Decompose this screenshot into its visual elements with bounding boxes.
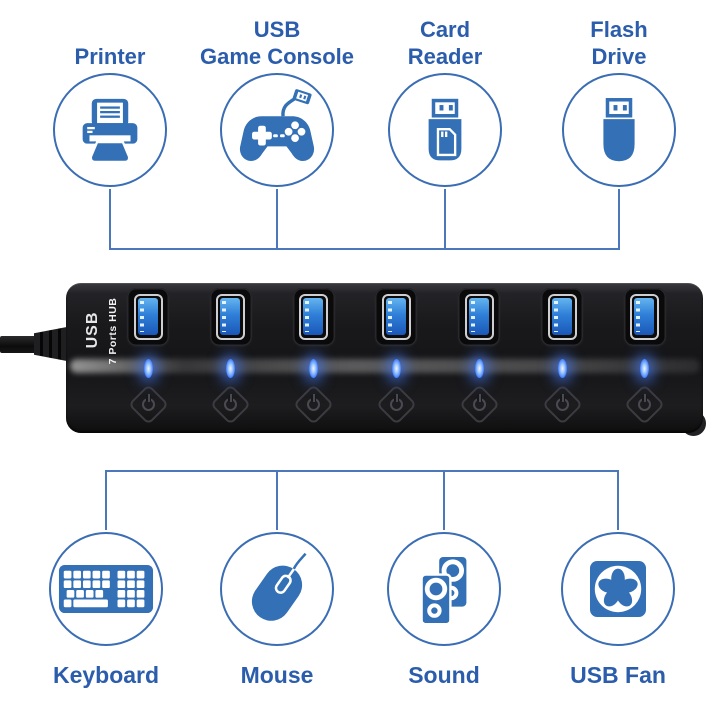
usb-fan-icon-circle [561,532,675,646]
device-label-usb-fan: USB Fan [570,662,666,688]
device-label-printer: Printer [74,44,146,69]
device-label-keyboard: Keyboard [52,662,160,688]
usb-port-rim [381,294,411,340]
power-icon [550,392,575,417]
port-led-indicator [474,359,484,378]
connector-line-usb-fan [617,470,619,530]
power-icon [467,392,492,417]
usb-port-rim [547,294,577,340]
device-label-card-reader: Card Reader [407,17,483,69]
flash-drive-icon-circle [562,73,676,187]
port-led-indicator [143,359,153,378]
game-console-icon [239,89,315,161]
device-flash-drive: Flash Drive [534,14,704,187]
usb-port [623,288,666,346]
device-keyboard: Keyboard [21,532,191,689]
device-label-flash-drive: Flash Drive [590,17,648,69]
device-label-game-console: USB Game Console [199,17,355,69]
usb-port-connector [634,298,655,335]
power-icon [136,392,161,417]
usb-port-rim [216,294,246,340]
power-icon [301,392,326,417]
port-led-indicator [557,359,567,378]
usb-port-connector [137,298,158,335]
port-led-indicator [309,359,319,378]
port-led-indicator [640,359,650,378]
port-led-indicator [391,359,401,378]
mouse-icon [251,552,307,621]
device-game-console: USB Game Console [192,14,362,187]
keyboard-icon [58,565,154,613]
port-led-indicator [226,359,236,378]
power-icon [384,392,409,417]
device-card-reader: Card Reader [360,14,530,187]
card-reader-icon-circle [388,73,502,187]
sound-icon [420,557,467,626]
port-power-button [127,383,169,426]
usb-port-connector [385,298,406,335]
connector-line-card-reader [444,189,446,249]
usb-port-pins [470,301,475,332]
usb-port-rim [464,294,494,340]
connector-line-top-horizontal [109,248,620,250]
usb-port-connector [303,298,324,335]
usb-port-connector [220,298,241,335]
usb-port-rim [630,294,660,340]
port-power-button [375,383,417,426]
usb-port-connector [468,298,489,335]
usb-port-pins [553,301,558,332]
port-power-button [293,383,335,426]
mouse-icon-circle [220,532,334,646]
usb-port-pins [636,301,641,332]
game-console-icon-circle [220,73,334,187]
usb-port [541,288,583,346]
usb-port [127,288,169,346]
sound-icon-circle [387,532,501,646]
port-power-button [210,383,252,426]
card-reader-icon [428,98,462,161]
keyboard-icon-circle [49,532,163,646]
usb-port-pins [305,301,310,332]
usb-port-rim [299,294,329,340]
device-usb-fan: USB Fan [533,532,703,689]
usb-hub: USB 7 Ports HUB [0,275,720,445]
device-mouse: Mouse [192,532,362,689]
device-printer: Printer [25,14,195,187]
usb-port-connector [551,298,572,335]
device-label-mouse: Mouse [240,662,314,688]
usb-port-pins [139,301,144,332]
usb-port-rim [133,294,163,340]
power-icon [218,392,243,417]
connector-line-mouse [276,470,278,530]
connector-line-game-console [276,189,278,249]
device-sound: Sound [359,532,529,689]
power-icon [632,392,657,417]
usb-port [375,288,418,346]
hub-ports-layer [0,275,720,445]
connector-line-sound [443,470,445,530]
port-power-button [624,383,666,426]
usb-port [209,288,252,346]
connector-line-keyboard [105,470,107,530]
port-power-button [458,383,500,426]
connector-line-printer [109,189,111,249]
port-power-button [541,383,583,426]
device-label-sound: Sound [408,662,480,688]
hub-power-cable [0,336,40,353]
printer-icon-circle [53,73,167,187]
connector-line-bottom-horizontal [105,470,619,472]
usb-port-pins [387,301,392,332]
connector-line-flash-drive [618,189,620,249]
usb-port [458,288,501,346]
usb-fan-icon [590,561,646,617]
usb-port [292,288,335,346]
printer-icon [82,98,138,164]
usb-port-pins [222,301,227,332]
flash-drive-icon [603,98,635,162]
